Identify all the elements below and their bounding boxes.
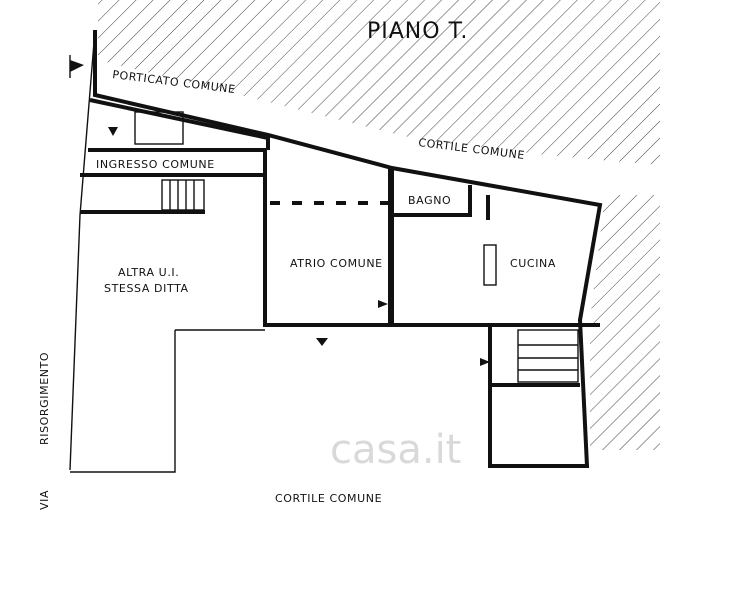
street-label-via: VIA [38,490,51,510]
hatched-area-top [98,0,660,165]
cucina-chimney [483,244,497,286]
room-label-atrio: ATRIO COMUNE [290,257,383,270]
room-label-cortile-bottom: CORTILE COMUNE [275,492,382,505]
atrio-walls [263,168,392,327]
street-building-line [79,29,96,216]
porticato-niche [134,111,184,145]
staircase-lower-steps [518,344,578,371]
staircase-steps [169,180,195,210]
building-outline [93,30,603,468]
porticato-wall [89,98,270,150]
staircase-ingresso [161,179,205,211]
hatched-area-right [590,195,660,450]
staircase-lower [517,329,579,383]
street-line-left [69,214,81,471]
room-label-bagno: BAGNO [408,194,451,207]
room-label-altra-2: STESSA DITTA [104,282,189,295]
room-label-cucina: CUCINA [510,257,556,270]
street-label-name: RISORGIMENTO [38,352,51,445]
cucina-walls [390,215,600,327]
courtyard-outline [70,330,176,473]
room-label-altra-1: ALTRA U.I. [118,266,179,279]
plan-title: PIANO T. [367,19,468,44]
ingresso-wall [80,148,267,177]
lower-wing-walls [488,325,580,466]
watermark: casa.it [330,427,461,473]
door-arrow-icon [108,127,490,366]
entrance-arrow-icon [69,55,84,78]
bagno-walls [390,168,472,217]
room-label-ingresso: INGRESSO COMUNE [96,158,215,171]
